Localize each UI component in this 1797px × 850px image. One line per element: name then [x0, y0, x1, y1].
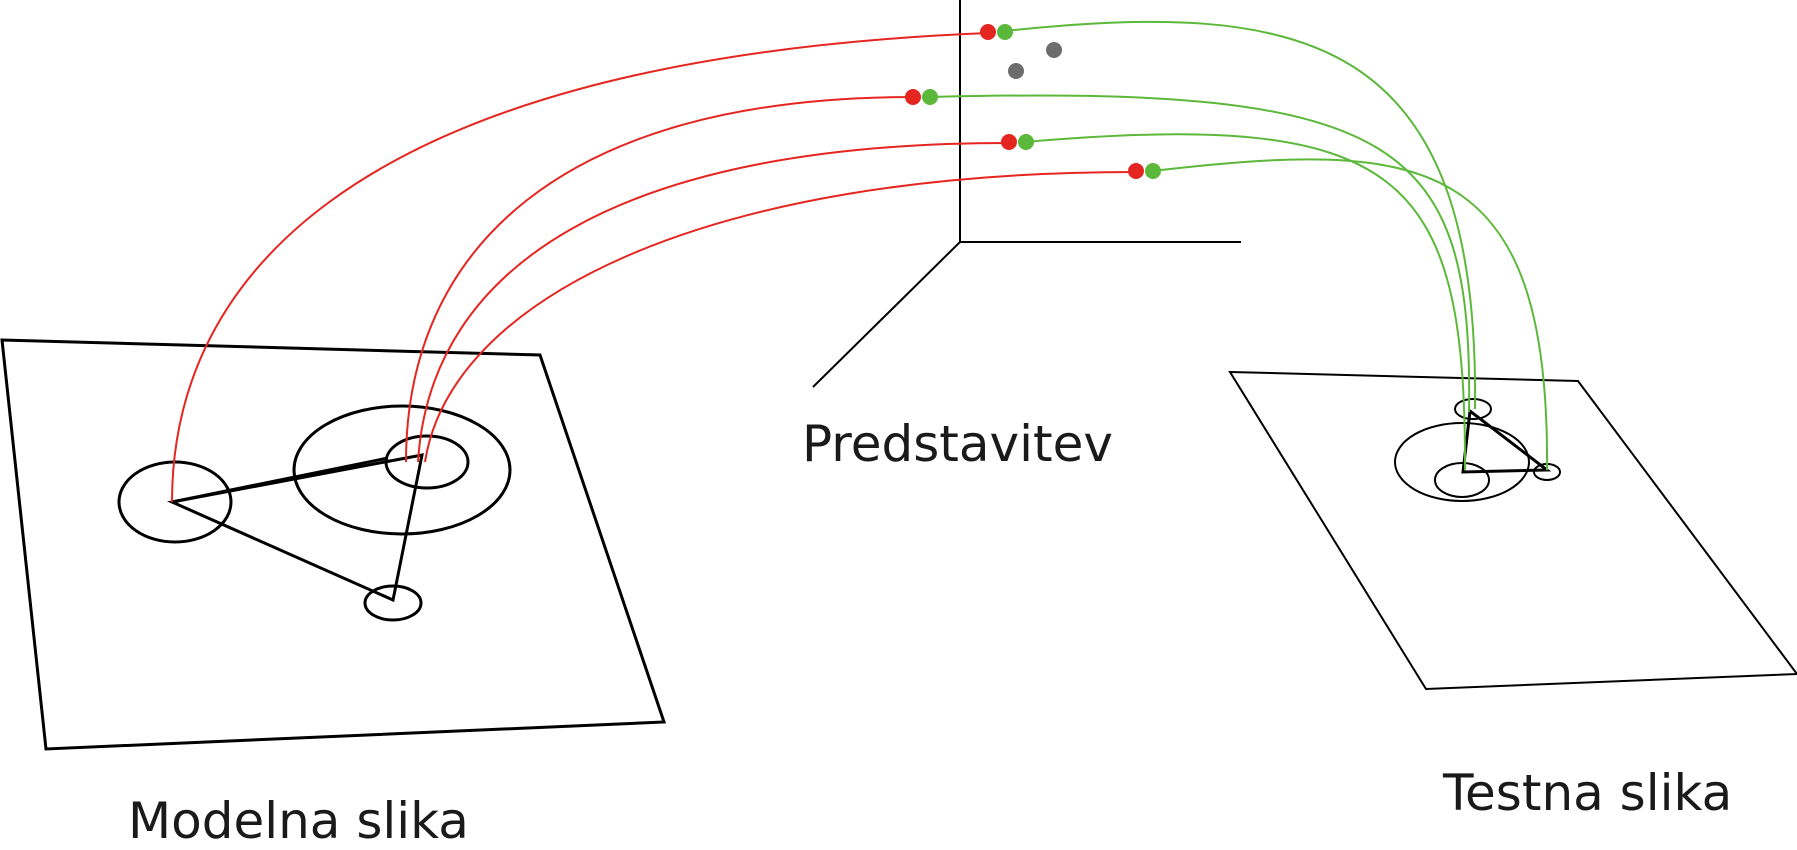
other-point-2	[1008, 63, 1024, 79]
model-link-3	[417, 142, 1009, 463]
test-links	[929, 20, 1549, 471]
test-image	[1228, 370, 1797, 691]
test-feature-triangle	[1461, 408, 1552, 474]
model-triangle-edge	[171, 456, 389, 504]
model-feature-region-b-inner	[384, 434, 470, 490]
test-feature-region-inner	[1434, 462, 1490, 498]
test-point-4	[1145, 163, 1161, 179]
test-link-1	[1004, 20, 1477, 410]
model-link-1	[171, 32, 989, 503]
test-point-1	[997, 24, 1013, 40]
model-point-3	[1001, 134, 1017, 150]
model-image-label: Modelna slika	[128, 792, 469, 850]
test-point-3	[1018, 134, 1034, 150]
representation-label: Predstavitev	[802, 415, 1113, 473]
model-point-1	[980, 24, 996, 40]
representation-points	[905, 24, 1161, 179]
model-point-2	[905, 89, 921, 105]
model-feature-region-c	[363, 584, 423, 622]
model-image-plane	[0, 338, 667, 751]
test-feature-region-top	[1454, 398, 1492, 420]
axis-depth	[812, 241, 961, 388]
model-point-4	[1128, 163, 1144, 179]
model-image	[0, 338, 667, 751]
test-image-label: Testna slika	[1442, 764, 1732, 822]
model-feature-region-a	[117, 460, 233, 544]
feature-space-axes	[812, 0, 1241, 388]
test-image-plane	[1228, 370, 1797, 691]
test-point-2	[922, 89, 938, 105]
test-link-4	[1151, 158, 1549, 471]
model-feature-region-b-outer	[292, 404, 512, 536]
other-point-1	[1046, 42, 1062, 58]
model-feature-triangle	[166, 453, 424, 603]
test-feature-region-outer	[1394, 422, 1530, 502]
test-link-3	[1024, 133, 1467, 471]
model-links	[171, 32, 1137, 503]
model-link-4	[424, 171, 1137, 463]
model-link-2	[405, 96, 914, 463]
test-link-2	[929, 94, 1471, 413]
